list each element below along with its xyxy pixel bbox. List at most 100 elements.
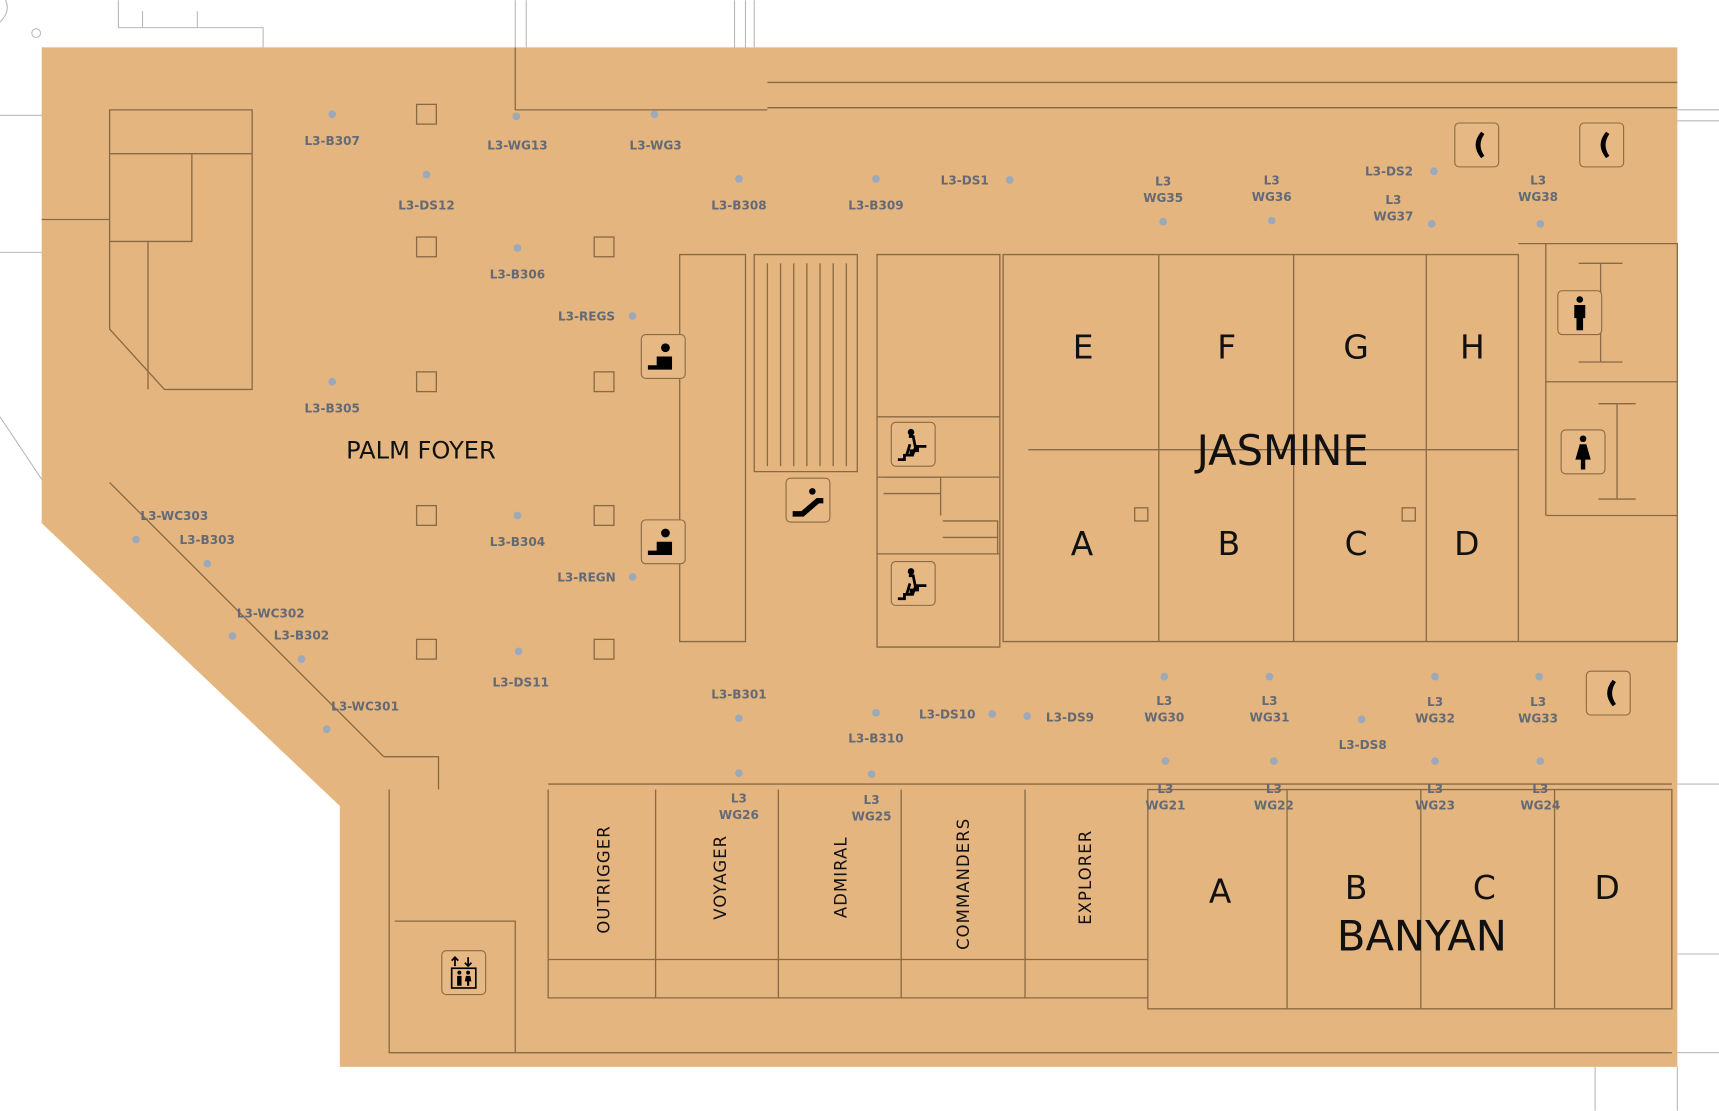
room-voyager[interactable]: VOYAGER — [711, 835, 730, 920]
svg-text:L3-DS10: L3-DS10 — [919, 707, 976, 721]
sensor-wg3[interactable]: L3-WG3 — [630, 110, 682, 152]
registration-desk-icon[interactable] — [640, 519, 686, 565]
sensor-b301[interactable]: L3-B301 — [711, 688, 767, 723]
svg-text:L3: L3 — [864, 793, 880, 807]
jasmine-section-a[interactable]: A — [1071, 524, 1094, 563]
telephone-icon[interactable] — [1579, 122, 1625, 168]
svg-text:WG37: WG37 — [1373, 210, 1413, 224]
sensor-b303[interactable]: L3-B303 — [180, 533, 235, 568]
svg-text:L3-DS11: L3-DS11 — [492, 676, 548, 690]
svg-text:WG32: WG32 — [1415, 712, 1455, 726]
sensor-b302[interactable]: L3-B302 — [274, 628, 329, 663]
area-label-banyan[interactable]: BANYAN — [1337, 912, 1507, 961]
registration-desk-icon[interactable] — [640, 334, 686, 379]
sensor-ds8[interactable]: L3-DS8 — [1339, 715, 1387, 752]
svg-text:L3-REGS: L3-REGS — [558, 309, 615, 323]
jasmine-section-d[interactable]: D — [1454, 524, 1479, 563]
sensor-b307[interactable]: L3-B307 — [304, 110, 360, 148]
svg-text:L3-DS8: L3-DS8 — [1339, 738, 1387, 752]
sensor-ds10[interactable]: L3-DS10 — [919, 707, 996, 721]
sensor-b308[interactable]: L3-B308 — [711, 175, 767, 213]
sensor-b309[interactable]: L3-B309 — [848, 175, 904, 213]
svg-text:L3: L3 — [1530, 695, 1546, 709]
room-explorer[interactable]: EXPLORER — [1076, 830, 1095, 925]
stairs-icon[interactable] — [890, 421, 936, 467]
sensor-wc302[interactable]: L3-WC302 — [228, 606, 305, 640]
room-commanders[interactable]: COMMANDERS — [954, 818, 973, 950]
breakout-rooms: OUTRIGGER VOYAGER ADMIRAL COMMANDERS EXP… — [595, 818, 1095, 950]
svg-text:L3-WC303: L3-WC303 — [140, 509, 208, 523]
room-outrigger[interactable]: OUTRIGGER — [595, 825, 614, 933]
svg-text:L3-B306: L3-B306 — [490, 268, 545, 282]
area-label-palm-foyer: PALM FOYER — [346, 436, 496, 464]
svg-text:L3-WG3: L3-WG3 — [630, 138, 682, 152]
telephone-icon[interactable] — [1454, 122, 1500, 168]
sensor-wc301[interactable]: L3-WC301 — [322, 700, 399, 734]
sensor-b305[interactable]: L3-B305 — [304, 377, 360, 416]
sensor-ds9[interactable]: L3-DS9 — [1023, 711, 1094, 725]
sensor-ds12[interactable]: L3-DS12 — [398, 170, 455, 213]
banyan-section-c[interactable]: C — [1473, 868, 1496, 907]
svg-text:L3-B302: L3-B302 — [274, 628, 329, 642]
area-label-jasmine[interactable]: JASMINE — [1194, 426, 1369, 475]
sensors: L3-B307 L3-WG13 L3-WG3 L3-DS12 L3-B308 L… — [132, 110, 1438, 752]
sensor-b310[interactable]: L3-B310 — [848, 708, 904, 745]
sensor-wc303[interactable]: L3-WC303 — [132, 509, 208, 544]
svg-text:L3: L3 — [1156, 694, 1172, 708]
jasmine-section-e[interactable]: E — [1073, 328, 1094, 367]
svg-text:WG36: WG36 — [1252, 190, 1292, 204]
jasmine-section-b[interactable]: B — [1218, 524, 1241, 563]
jasmine-section-g[interactable]: G — [1343, 328, 1368, 367]
svg-text:WG21: WG21 — [1145, 798, 1185, 812]
svg-text:WG31: WG31 — [1250, 711, 1290, 725]
sensor-ds2[interactable]: L3-DS2 — [1365, 165, 1438, 179]
svg-text:L3: L3 — [1266, 782, 1282, 796]
elevator-icon[interactable] — [441, 950, 487, 996]
jasmine-section-c[interactable]: C — [1345, 524, 1368, 563]
floor-area — [41, 47, 1678, 1067]
room-admiral[interactable]: ADMIRAL — [831, 836, 850, 918]
svg-text:L3: L3 — [1427, 782, 1443, 796]
svg-text:L3-B305: L3-B305 — [304, 401, 359, 415]
svg-text:L3: L3 — [731, 792, 747, 806]
stairs-icon[interactable] — [890, 560, 936, 606]
womens-restroom-icon[interactable] — [1560, 429, 1606, 475]
svg-text:L3: L3 — [1427, 695, 1443, 709]
sensor-b306[interactable]: L3-B306 — [490, 244, 545, 282]
sensor-b304[interactable]: L3-B304 — [490, 511, 545, 550]
svg-text:L3: L3 — [1532, 782, 1548, 796]
jasmine-section-h[interactable]: H — [1460, 328, 1485, 367]
sensor-regs[interactable]: L3-REGS — [558, 309, 637, 323]
banyan-section-d[interactable]: D — [1595, 868, 1620, 907]
escalator-icon[interactable] — [785, 477, 831, 523]
telephone-icon[interactable] — [1585, 670, 1631, 716]
svg-text:WG25: WG25 — [852, 809, 892, 823]
sensor-ds1[interactable]: L3-DS1 — [941, 173, 1014, 187]
pillars — [415, 103, 1416, 660]
svg-text:L3: L3 — [1155, 174, 1171, 188]
sensor-regn[interactable]: L3-REGN — [557, 570, 637, 584]
sensor-wg13[interactable]: L3-WG13 — [487, 112, 548, 153]
sensor-ds11[interactable]: L3-DS11 — [492, 647, 549, 690]
banyan-section-a[interactable]: A — [1209, 871, 1232, 910]
svg-text:L3: L3 — [1157, 782, 1173, 796]
banyan-section-b[interactable]: B — [1345, 868, 1368, 907]
mens-restroom-icon[interactable] — [1557, 290, 1603, 336]
jasmine-section-f[interactable]: F — [1217, 328, 1236, 367]
svg-text:WG22: WG22 — [1254, 798, 1294, 812]
